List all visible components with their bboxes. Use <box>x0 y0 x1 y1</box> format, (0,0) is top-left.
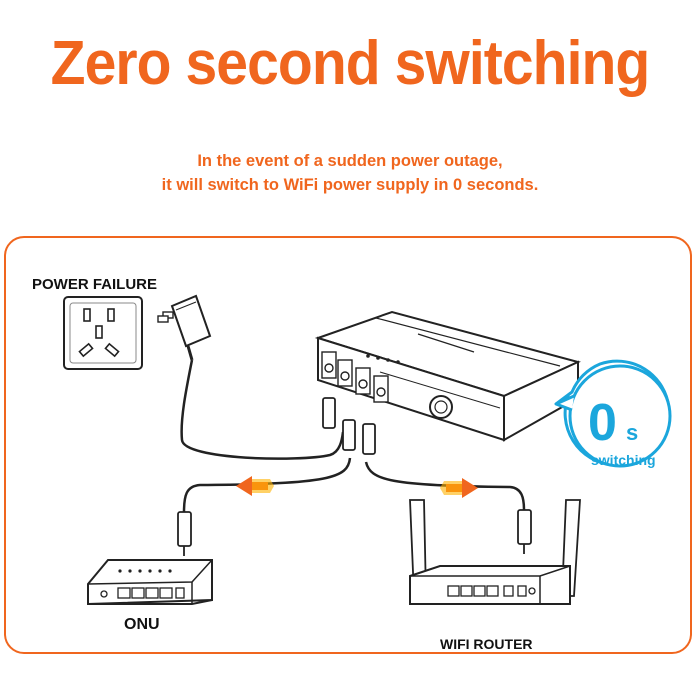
badge-seconds: s <box>626 420 638 445</box>
wall-outlet-icon <box>63 296 143 370</box>
mini-ups-icon <box>314 310 581 442</box>
dc-connectors <box>177 397 532 556</box>
badge-zero: 0 <box>588 394 617 452</box>
onu-label: ONU <box>124 616 160 633</box>
switching-badge: 0 s switching <box>554 359 672 468</box>
subtitle-line-2: it will switch to WiFi power supply in 0… <box>161 176 539 194</box>
subtitle-line-1: In the event of a sudden power outage, <box>197 152 503 170</box>
headline: Zero second switching <box>50 29 651 98</box>
badge-switching-text: switching <box>591 452 656 468</box>
diagram-frame <box>4 236 692 654</box>
power-failure-label: POWER FAILURE <box>32 276 158 293</box>
wifi-router-label: WIFI ROUTER <box>440 636 533 652</box>
flow-arrow-icon <box>236 476 478 498</box>
power-adapter-icon <box>157 294 212 361</box>
wifi-router-icon <box>409 499 581 605</box>
onu-device-icon <box>87 559 213 606</box>
